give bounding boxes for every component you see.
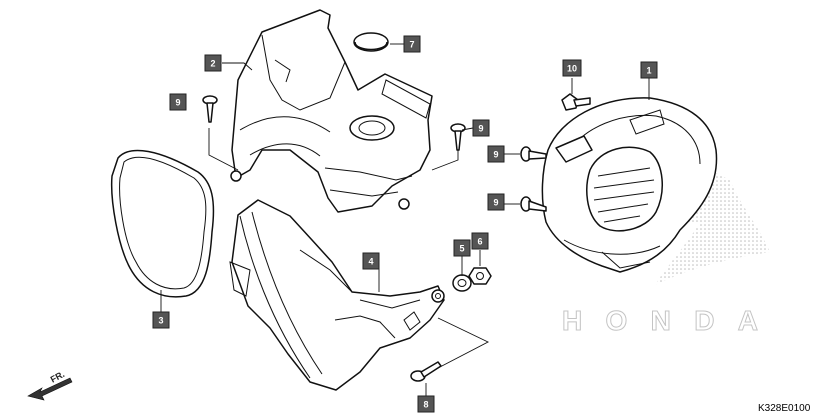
part-4-lower-duct — [229, 199, 445, 391]
diagram-code: K328E0100 — [758, 403, 811, 414]
callout-1: 1 — [640, 61, 658, 79]
front-direction-arrow: FR. — [27, 369, 73, 401]
callout-9-left-number: 9 — [175, 98, 180, 108]
callout-9-mid-number: 9 — [478, 124, 483, 134]
callout-2-number: 2 — [210, 59, 215, 69]
part-10-bolt — [561, 93, 591, 111]
part-2-upper-duct — [230, 9, 433, 213]
part-6-nut — [468, 267, 492, 285]
callout-8: 8 — [417, 395, 435, 413]
callout-2: 2 — [204, 54, 222, 72]
callout-9-right-top-number: 9 — [493, 150, 498, 160]
part-5-grommet — [452, 274, 472, 292]
callout-6-number: 6 — [477, 237, 482, 247]
part-8-bolt — [410, 361, 442, 382]
callout-4: 4 — [362, 252, 380, 270]
callout-5: 5 — [453, 239, 471, 257]
callout-10: 10 — [562, 59, 582, 77]
callout-9-right-bottom: 9 — [487, 193, 505, 211]
leader-lines — [160, 43, 650, 398]
part-7-cap — [353, 32, 389, 52]
callout-3-number: 3 — [158, 316, 163, 326]
callout-9-right-top: 9 — [487, 145, 505, 163]
callout-4-number: 4 — [368, 257, 373, 267]
callout-9-mid: 9 — [472, 119, 490, 137]
callout-3: 3 — [152, 311, 170, 329]
part-9-screw-left — [202, 95, 218, 123]
callout-5-number: 5 — [459, 244, 464, 254]
callout-9-left: 9 — [169, 93, 187, 111]
part-9-screw-right-top — [520, 146, 547, 162]
callout-8-number: 8 — [423, 400, 428, 410]
callout-1-number: 1 — [646, 66, 651, 76]
part-9-screw-right-bottom — [520, 196, 547, 212]
callout-10-number: 10 — [567, 64, 577, 74]
callout-7-number: 7 — [409, 40, 414, 50]
honda-watermark-text: HONDA — [562, 305, 758, 336]
part-1-fan-cover — [541, 97, 718, 273]
callout-9-right-bottom-number: 9 — [493, 198, 498, 208]
callout-6: 6 — [471, 232, 489, 250]
callout-7: 7 — [403, 35, 421, 53]
part-3-seal — [110, 149, 215, 298]
part-9-screw-mid — [450, 123, 466, 151]
